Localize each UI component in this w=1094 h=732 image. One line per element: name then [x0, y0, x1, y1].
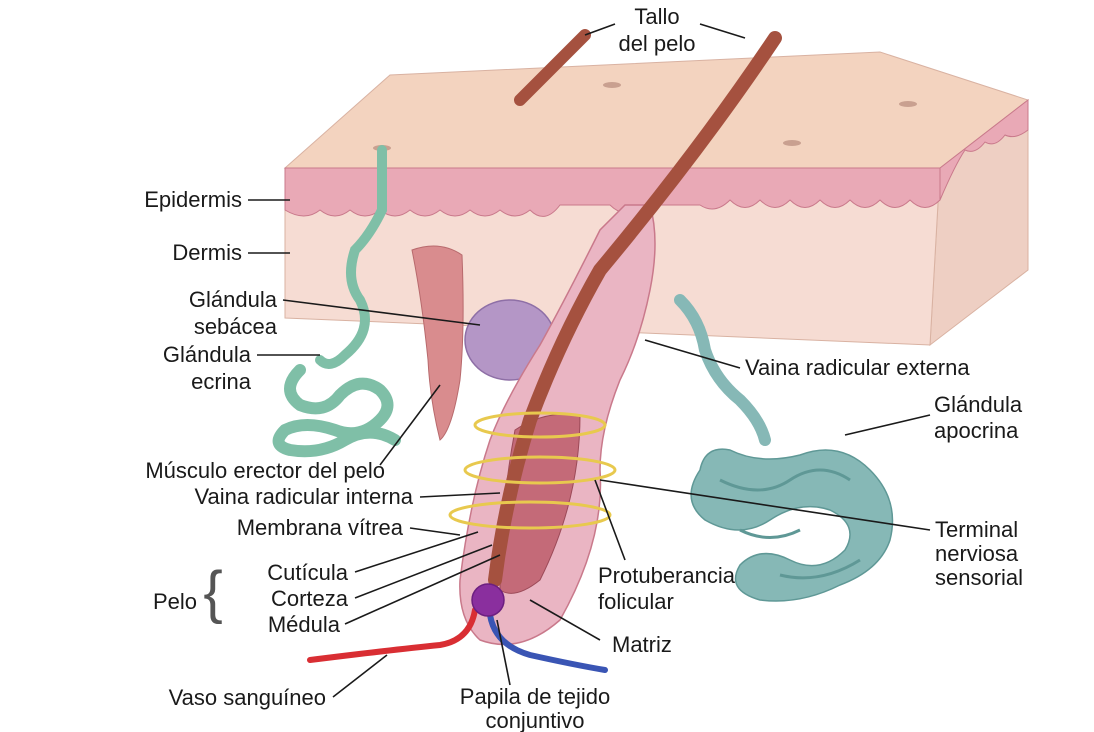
label-outer-sheath: Vaina radicular externa [745, 355, 970, 380]
pore [783, 140, 801, 146]
label-sebaceous: sebácea [194, 314, 278, 339]
label-bulge: folicular [598, 589, 674, 614]
label-epidermis: Epidermis [144, 187, 242, 212]
label-nerve-ending: Terminal [935, 517, 1018, 542]
brace: { [203, 560, 222, 625]
label-cortex: Corteza [271, 586, 349, 611]
label-cuticle: Cutícula [267, 560, 348, 585]
label-papilla: Papila de tejido [460, 684, 610, 709]
label-nerve-ending: nerviosa [935, 541, 1019, 566]
label-blood-vessel: Vaso sanguíneo [169, 685, 326, 710]
pore [899, 101, 917, 107]
label-tallo: Tallo [634, 4, 679, 29]
label-glassy-membrane: Membrana vítrea [237, 515, 404, 540]
label-eccrine: ecrina [191, 369, 252, 394]
label-apocrine: apocrina [934, 418, 1019, 443]
label-matrix: Matriz [612, 632, 672, 657]
label-bulge: Protuberancia [598, 563, 736, 588]
pore [603, 82, 621, 88]
label-pelo: Pelo [153, 589, 197, 614]
dermal-papilla [472, 584, 504, 616]
label-muscle: Músculo erector del pelo [145, 458, 385, 483]
label-tallo: del pelo [618, 31, 695, 56]
label-eccrine: Glándula [163, 342, 252, 367]
label-dermis: Dermis [172, 240, 242, 265]
label-sebaceous: Glándula [189, 287, 278, 312]
label-nerve-ending: sensorial [935, 565, 1023, 590]
label-inner-sheath: Vaina radicular interna [195, 484, 414, 509]
label-papilla: conjuntivo [485, 708, 584, 732]
label-medulla: Médula [268, 612, 341, 637]
label-apocrine: Glándula [934, 392, 1023, 417]
skin-surface [285, 52, 1028, 168]
eccrine-gland [279, 370, 395, 451]
